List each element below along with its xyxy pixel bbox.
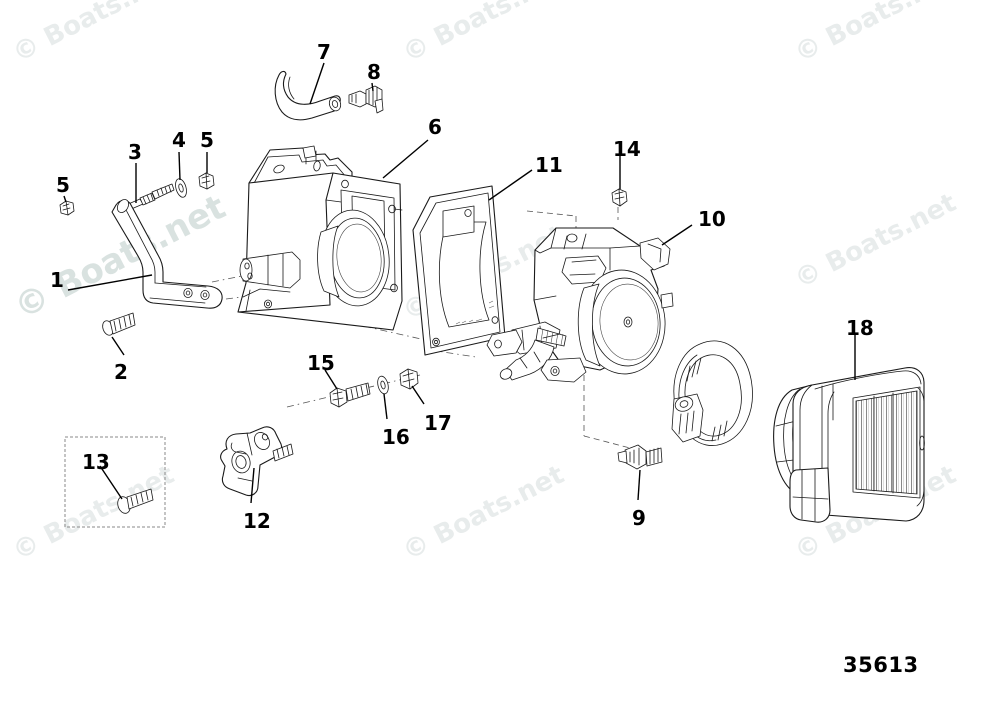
callout-label-throttle-body: 10	[698, 207, 726, 231]
callout-label-flat-washer: 4	[172, 128, 186, 152]
part-boxed-screw-inset	[64, 436, 166, 528]
callout-label-throttle-body-adapter: 6	[428, 115, 442, 139]
part-hex-bolt	[329, 382, 371, 408]
part-hex-nut-right	[198, 172, 215, 190]
callout-label-adjustment-stud: 3	[128, 140, 142, 164]
callout-label-hex-nut: 5	[56, 173, 70, 197]
callout-label-locknut: 17	[424, 411, 452, 435]
callout-label-air-filter-assembly: 18	[846, 316, 874, 340]
part-hose-fitting	[348, 85, 384, 114]
callout-label-vent-hose: 7	[317, 40, 331, 64]
callout-label-hose-fitting: 8	[367, 60, 381, 84]
part-locknut	[399, 368, 419, 390]
part-hex-nut-left	[59, 200, 75, 216]
callout-label-washer: 16	[382, 425, 410, 449]
part-air-filter-assembly	[773, 367, 925, 523]
part-throttle-body-gasket	[412, 185, 506, 356]
part-mounting-screw	[617, 444, 663, 470]
part-throttle-body	[486, 227, 674, 383]
diagram-number: 35613	[843, 653, 919, 677]
callout-label-throttle-lever-bracket: 1	[50, 268, 64, 292]
part-vent-hose	[274, 70, 342, 121]
part-washer	[377, 375, 389, 395]
part-idle-stop-bracket	[220, 426, 294, 497]
callout-label-mounting-screw: 9	[632, 506, 646, 530]
part-bracket-screw	[102, 312, 136, 336]
callout-label-hex-nut: 5	[200, 128, 214, 152]
callout-label-hex-nut-small: 14	[613, 137, 641, 161]
part-flat-washer	[175, 178, 187, 198]
callout-label-boxed-screw: 13	[82, 450, 110, 474]
callout-label-bracket-screw: 2	[114, 360, 128, 384]
part-hose-clamp	[671, 340, 753, 446]
callout-label-idle-stop-bracket: 12	[243, 509, 271, 533]
callout-label-hex-bolt: 15	[307, 351, 335, 375]
part-throttle-body-adapter	[237, 145, 403, 331]
part-throttle-lever-bracket	[111, 199, 223, 309]
callout-label-throttle-body-gasket: 11	[535, 153, 563, 177]
part-hex-nut-small	[611, 188, 628, 207]
callout-leader-lines	[63, 62, 856, 504]
